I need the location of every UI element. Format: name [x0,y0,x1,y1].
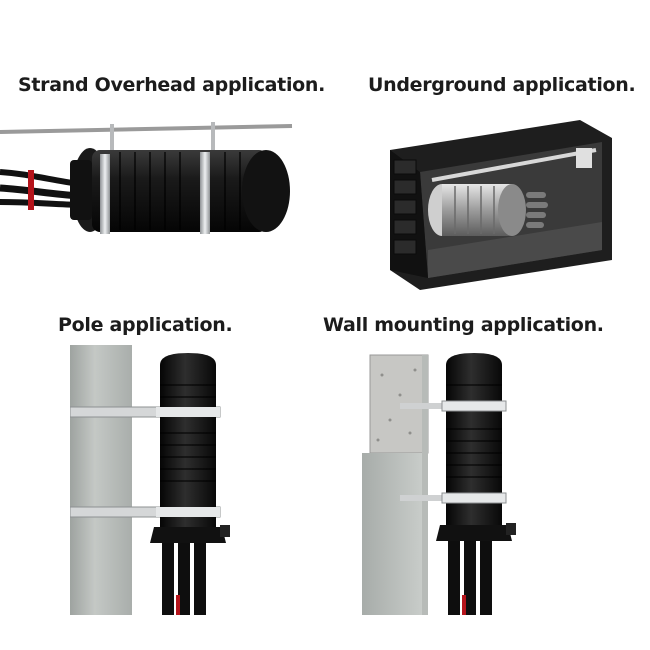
hanger-bracket [110,124,114,168]
strand-overhead-illustration [0,110,300,260]
strand-overhead-caption: Strand Overhead application. [18,74,326,96]
clamp-band [441,400,507,412]
pole-mount-illustration [70,345,260,615]
clamp-band [200,152,210,234]
wall-mount-illustration [360,345,530,615]
underground-caption: Underground application. [368,74,636,96]
utility-pole [70,345,132,615]
underground-vault-illustration [380,110,620,295]
hanger-bracket [211,122,215,168]
strand-wire [0,124,293,134]
wall-surface [362,453,422,615]
pole-caption: Pole application. [58,314,233,336]
wall-mounting-caption: Wall mounting application. [323,314,604,336]
closure-dome [160,353,216,527]
clamp-band [441,492,507,504]
clamp-band [100,154,110,234]
closure-dome [446,353,502,525]
